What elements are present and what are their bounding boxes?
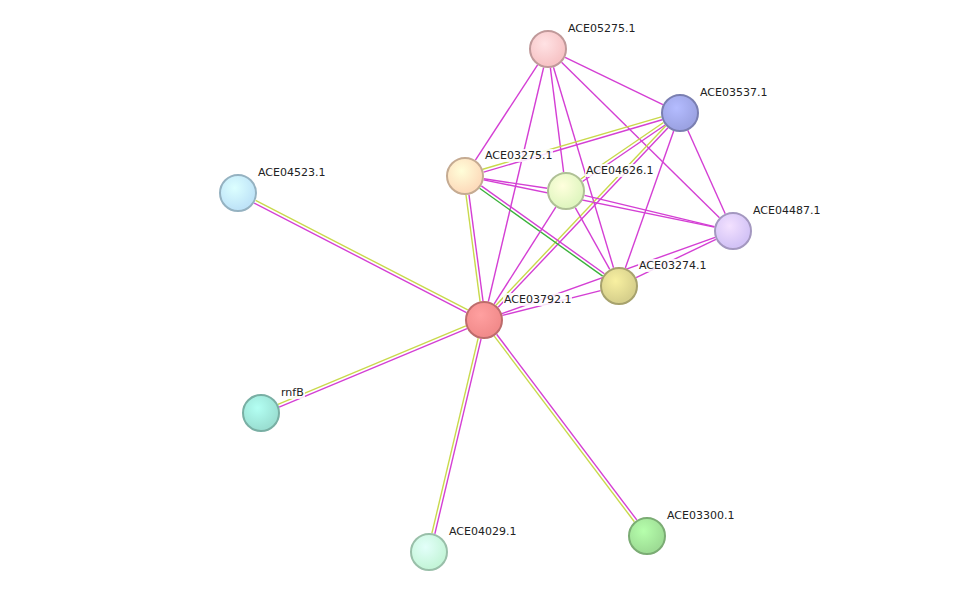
interaction-edge xyxy=(484,180,715,227)
protein-node: ACE03537.1 xyxy=(661,94,699,132)
interaction-edge xyxy=(480,186,605,276)
node-label: ACE03792.1 xyxy=(503,293,572,306)
edge-line xyxy=(688,130,725,213)
edge-line xyxy=(494,336,634,522)
protein-node: rnfB xyxy=(242,394,280,432)
protein-node: ACE04523.1 xyxy=(219,174,257,212)
interaction-edge xyxy=(466,195,483,302)
node-label: ACE03274.1 xyxy=(638,259,707,272)
edge-line xyxy=(435,339,481,534)
interaction-edge xyxy=(278,326,467,407)
edge-line xyxy=(625,131,673,268)
protein-node: ACE03275.1 xyxy=(446,157,484,195)
edge-line xyxy=(256,200,468,310)
interaction-edge xyxy=(494,334,637,521)
interaction-edge xyxy=(502,291,600,316)
edge-line xyxy=(502,237,715,313)
protein-node: ACE04626.1 xyxy=(547,172,585,210)
edge-line xyxy=(584,195,714,226)
node-label: ACE03275.1 xyxy=(484,149,553,162)
edge-line xyxy=(583,125,666,182)
protein-node: ACE03792.1 xyxy=(465,301,503,339)
edge-line xyxy=(488,67,543,301)
node-label: ACE04029.1 xyxy=(448,525,517,538)
protein-node: ACE05275.1 xyxy=(529,30,567,68)
edge-line xyxy=(475,65,537,160)
edge-line xyxy=(484,180,715,227)
edge-line xyxy=(562,62,720,217)
interaction-edge xyxy=(254,200,468,312)
edge-line xyxy=(466,195,480,301)
node-label: ACE05275.1 xyxy=(567,22,636,35)
interaction-edge xyxy=(581,122,665,181)
interaction-edge xyxy=(562,62,720,217)
edge-line xyxy=(502,291,600,316)
node-label: ACE03537.1 xyxy=(699,86,768,99)
interaction-edge xyxy=(625,131,673,268)
edge-line xyxy=(469,195,483,301)
protein-node: ACE03274.1 xyxy=(600,267,638,305)
edge-line xyxy=(254,203,466,313)
protein-node: ACE03300.1 xyxy=(628,517,666,555)
interaction-edge xyxy=(488,67,543,301)
edge-line xyxy=(278,326,466,404)
edge-line xyxy=(432,338,478,533)
node-label: ACE04523.1 xyxy=(257,166,326,179)
node-label: ACE04626.1 xyxy=(585,164,654,177)
interaction-edge xyxy=(575,208,609,270)
edge-line xyxy=(279,329,467,407)
interaction-edge xyxy=(636,239,716,277)
edge-line xyxy=(481,186,604,274)
node-label: rnfB xyxy=(280,386,305,399)
interaction-edge xyxy=(584,195,714,226)
edge-line xyxy=(575,208,609,270)
protein-node: ACE04487.1 xyxy=(714,212,752,250)
interaction-edge xyxy=(475,65,537,160)
edge-line xyxy=(497,334,637,520)
interaction-edge xyxy=(502,237,715,313)
edge-line xyxy=(636,239,716,277)
interaction-edge xyxy=(432,338,481,534)
edge-line xyxy=(480,188,603,276)
edge-line xyxy=(581,122,664,179)
protein-node: ACE04029.1 xyxy=(410,533,448,571)
node-label: ACE03300.1 xyxy=(666,509,735,522)
interaction-edge xyxy=(494,207,556,304)
node-label: ACE04487.1 xyxy=(752,204,821,217)
interaction-edge xyxy=(688,130,725,213)
edge-line xyxy=(494,207,556,304)
